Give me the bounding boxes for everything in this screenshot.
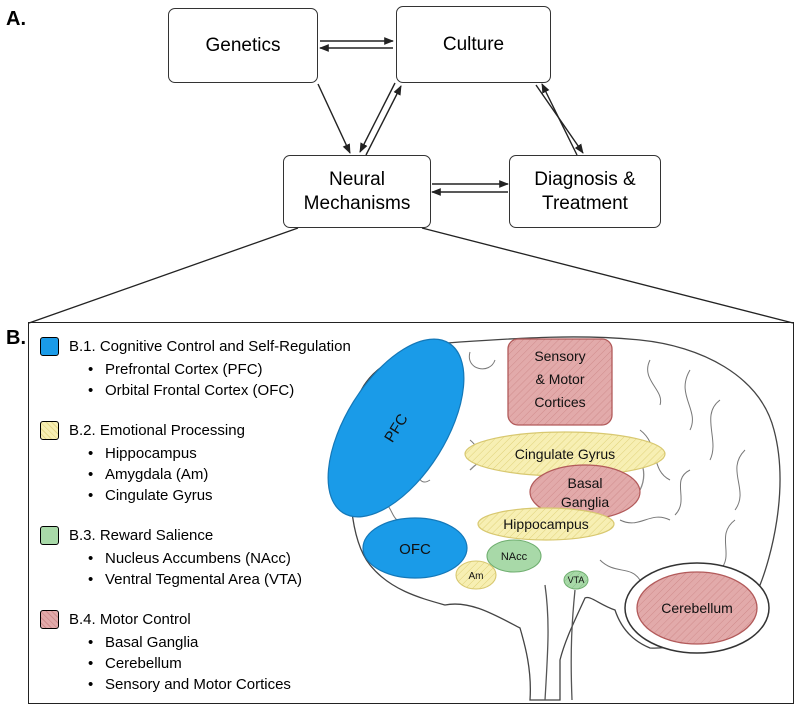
label-vta: VTA: [568, 575, 585, 585]
legend-group-b1: B.1. Cognitive Control and Self-Regulati…: [40, 337, 370, 401]
swatch-red-icon: [40, 610, 59, 629]
legend-items-b4: Basal Ganglia Cerebellum Sensory and Mot…: [88, 632, 370, 695]
region-legend: B.1. Cognitive Control and Self-Regulati…: [40, 337, 370, 715]
legend-item: Sensory and Motor Cortices: [88, 674, 370, 695]
label-basal-ganglia-1: Basal: [567, 475, 602, 491]
node-genetics: Genetics: [168, 8, 318, 83]
label-ofc: OFC: [399, 541, 431, 558]
legend-item: Orbital Frontal Cortex (OFC): [88, 380, 370, 401]
region-vta: [563, 570, 589, 590]
region-sensory-motor-cortices: [507, 338, 613, 426]
swatch-yellow-icon: [40, 421, 59, 440]
legend-head-b4: B.4. Motor Control: [40, 610, 370, 629]
flow-arrows: [317, 37, 584, 196]
legend-group-b3: B.3. Reward Salience Nucleus Accumbens (…: [40, 526, 370, 590]
label-nacc: NAcc: [501, 551, 528, 563]
sm-line-3: Cortices: [534, 394, 585, 410]
panel-b-frame: [28, 322, 794, 704]
legend-item: Hippocampus: [88, 443, 370, 464]
legend-item: Prefrontal Cortex (PFC): [88, 359, 370, 380]
label-sensory-motor-3: Cortices: [534, 394, 585, 410]
legend-item: Basal Ganglia: [88, 632, 370, 653]
zoom-line-right: [421, 227, 794, 324]
legend-title-b2: B.2. Emotional Processing: [69, 422, 245, 439]
legend-head-b1: B.1. Cognitive Control and Self-Regulati…: [40, 337, 370, 356]
legend-group-b4: B.4. Motor Control Basal Ganglia Cerebel…: [40, 610, 370, 695]
arrow-diagnosis-to-culture: [541, 83, 578, 156]
legend-group-b2: B.2. Emotional Processing Hippocampus Am…: [40, 421, 370, 506]
legend-items-b1: Prefrontal Cortex (PFC) Orbital Frontal …: [88, 359, 370, 401]
legend-item: Amygdala (Am): [88, 464, 370, 485]
legend-item: Cerebellum: [88, 653, 370, 674]
legend-items-b2: Hippocampus Amygdala (Am) Cingulate Gyru…: [88, 443, 370, 506]
region-am: [455, 560, 497, 590]
legend-title-b3: B.3. Reward Salience: [69, 527, 214, 544]
brainstem: [544, 584, 576, 701]
brain-regions: [327, 338, 770, 654]
arrow-culture-to-neural: [359, 82, 396, 153]
node-neural-mechanisms: Neural Mechanisms: [283, 155, 431, 228]
arrow-genetics-to-neural: [317, 83, 351, 154]
label-sensory-motor-2: & Motor: [535, 371, 584, 387]
zoom-lines: [28, 227, 794, 324]
label-cingulate-gyrus: Cingulate Gyrus: [515, 446, 615, 462]
brain-outline: [349, 336, 781, 701]
swatch-blue-icon: [40, 337, 59, 356]
panel-b-label: B.: [6, 327, 26, 349]
swatch-green-icon: [40, 526, 59, 545]
legend-item: Nucleus Accumbens (NAcc): [88, 548, 370, 569]
legend-head-b2: B.2. Emotional Processing: [40, 421, 370, 440]
node-diagnosis-treatment: Diagnosis & Treatment: [509, 155, 661, 228]
zoom-line-left: [28, 227, 299, 324]
sm-line-2: & Motor: [535, 371, 584, 387]
legend-head-b3: B.3. Reward Salience: [40, 526, 370, 545]
region-hippocampus: [477, 507, 615, 541]
label-hippocampus: Hippocampus: [503, 516, 589, 532]
region-nacc: [486, 539, 542, 573]
sm-line-1: Sensory: [534, 348, 585, 364]
legend-item: Cingulate Gyrus: [88, 485, 370, 506]
legend-item: Ventral Tegmental Area (VTA): [88, 569, 370, 590]
legend-title-b1: B.1. Cognitive Control and Self-Regulati…: [69, 338, 351, 355]
label-cerebellum: Cerebellum: [661, 600, 733, 616]
label-sensory-motor-1: Sensory: [534, 348, 585, 364]
node-culture: Culture: [396, 6, 551, 83]
panel-a-label: A.: [6, 8, 26, 30]
legend-title-b4: B.4. Motor Control: [69, 611, 191, 628]
region-cerebellum: [636, 571, 758, 645]
arrow-neural-to-culture: [365, 85, 402, 156]
label-am: Am: [469, 571, 484, 582]
label-basal-ganglia-2: Ganglia: [561, 494, 609, 510]
legend-items-b3: Nucleus Accumbens (NAcc) Ventral Tegment…: [88, 548, 370, 590]
